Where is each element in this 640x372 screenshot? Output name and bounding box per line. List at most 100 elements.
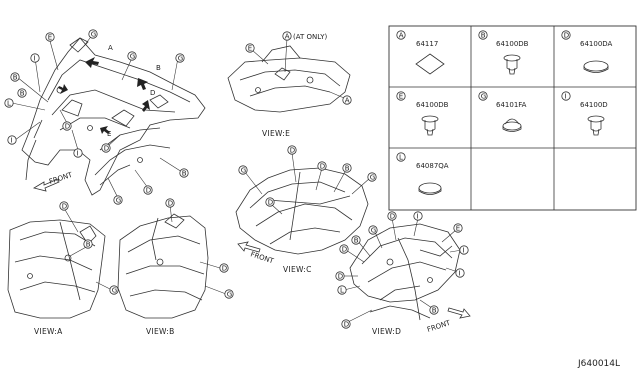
parts-letter: I — [565, 93, 567, 101]
main-view-markers: A B D E — [107, 44, 161, 138]
parts-letter: D — [564, 32, 569, 40]
diamond-pad-icon — [415, 53, 445, 75]
callout-e: E — [48, 34, 52, 42]
clip-icon — [503, 54, 521, 75]
callout-d: D — [62, 203, 67, 211]
parts-letter: E — [399, 93, 403, 101]
parts-cell-d: D 64100DA — [561, 30, 613, 73]
front-label: FRONT — [249, 250, 275, 265]
front-arrow-c: FRONT — [237, 241, 275, 266]
part-number: 64100DB — [496, 40, 529, 48]
at-only-note: (AT ONLY) — [293, 33, 327, 41]
callout-d: D — [65, 123, 70, 131]
parts-cell-l: L 64087QA — [396, 152, 449, 195]
callout-l: L — [7, 100, 11, 108]
diagram-reference: J640014L — [577, 359, 620, 369]
clip-icon — [587, 115, 605, 136]
view-marker-d: D — [150, 89, 155, 97]
view-c-leaders — [244, 152, 371, 215]
callout-d: D — [342, 246, 347, 254]
callout-a: A — [285, 33, 290, 41]
view-d-drawing — [349, 223, 461, 321]
part-number: 64100DB — [416, 101, 449, 109]
part-number: 64117 — [416, 40, 438, 48]
callout-i: I — [417, 213, 419, 221]
callout-d: D — [146, 187, 151, 195]
view-b-label: VIEW:B — [146, 327, 175, 336]
view-b-leaders — [169, 204, 227, 295]
callout-i: I — [463, 247, 465, 255]
callout-g: G — [112, 287, 117, 295]
main-leaders — [11, 33, 183, 199]
callout-g: G — [130, 53, 135, 61]
view-d-leaders — [342, 217, 463, 323]
clip-icon — [421, 115, 439, 136]
view-a-callouts: D B G VIEW:A — [34, 201, 119, 336]
callout-g: G — [178, 55, 183, 63]
callout-e: E — [456, 225, 460, 233]
view-a-leaders — [63, 207, 113, 291]
parts-letter: B — [481, 32, 486, 40]
callout-l: L — [340, 287, 344, 295]
view-a-drawing — [7, 219, 106, 319]
parts-cell-i: I 64100D — [561, 91, 608, 136]
flat-plug-icon — [418, 182, 442, 195]
callout-d: D — [390, 213, 395, 221]
callout-d: D — [104, 145, 109, 153]
view-e-leaders — [251, 37, 345, 99]
callout-b: B — [182, 170, 187, 178]
part-number: 64101FA — [496, 101, 527, 109]
callout-g: G — [116, 197, 121, 205]
view-c-label: VIEW:C — [283, 265, 312, 274]
callout-d: D — [222, 265, 227, 273]
callout-i: I — [459, 270, 461, 278]
callout-d: D — [168, 200, 173, 208]
callout-d: D — [290, 147, 295, 155]
direction-arrows — [58, 57, 150, 134]
callout-b: B — [432, 307, 437, 315]
front-label: FRONT — [48, 171, 74, 186]
part-number: 64087QA — [416, 162, 449, 170]
view-a-label: VIEW:A — [34, 327, 63, 336]
view-b-callouts: D D G VIEW:B — [146, 198, 234, 336]
round-plug-icon — [583, 60, 609, 73]
part-number: 64100D — [580, 101, 608, 109]
view-c-drawing — [235, 167, 369, 255]
view-marker-b: B — [156, 64, 161, 72]
callout-d: D — [268, 199, 273, 207]
callout-b: B — [345, 165, 350, 173]
view-e-drawing — [227, 45, 351, 113]
view-marker-a: A — [108, 44, 113, 52]
parts-letter: L — [399, 154, 403, 162]
parts-cell-g: G 64101FA — [478, 91, 527, 132]
callout-b: B — [13, 74, 18, 82]
front-label: FRONT — [426, 319, 452, 334]
view-e-callouts: E A (AT ONLY) A VIEW:E — [245, 31, 352, 138]
parts-letter: G — [481, 93, 486, 101]
parts-cell-a: A 64117 — [396, 30, 445, 75]
callout-g: G — [227, 291, 232, 299]
main-callouts: E G I B L I D I G G D G D B B — [4, 29, 189, 205]
view-e-label: VIEW:E — [262, 129, 290, 138]
front-arrow-main: FRONT — [32, 171, 74, 192]
parts-cell-e: E 64100DB — [396, 91, 449, 136]
parts-letter: A — [399, 32, 404, 40]
callout-i: I — [34, 55, 36, 63]
callout-d: D — [320, 163, 325, 171]
view-d-callouts: D G B D D L I E I I B D VIEW:D — [335, 211, 469, 336]
callout-b: B — [86, 241, 91, 249]
callout-g: G — [91, 31, 96, 39]
parts-cell-b: B 64100DB — [478, 30, 529, 75]
view-d-label: VIEW:D — [372, 327, 401, 336]
part-number: 64100DA — [580, 40, 613, 48]
view-c-callouts: D D B G G D VIEW:C — [238, 145, 377, 274]
parts-table: A 64117 B 64100DB D 64100DA — [388, 25, 637, 211]
view-b-drawing — [117, 213, 209, 319]
callout-b: B — [354, 237, 359, 245]
callout-g: G — [371, 227, 376, 235]
callout-i: I — [77, 150, 79, 158]
callout-g: G — [370, 174, 375, 182]
view-marker-e: E — [107, 130, 111, 138]
callout-e: E — [248, 45, 252, 53]
